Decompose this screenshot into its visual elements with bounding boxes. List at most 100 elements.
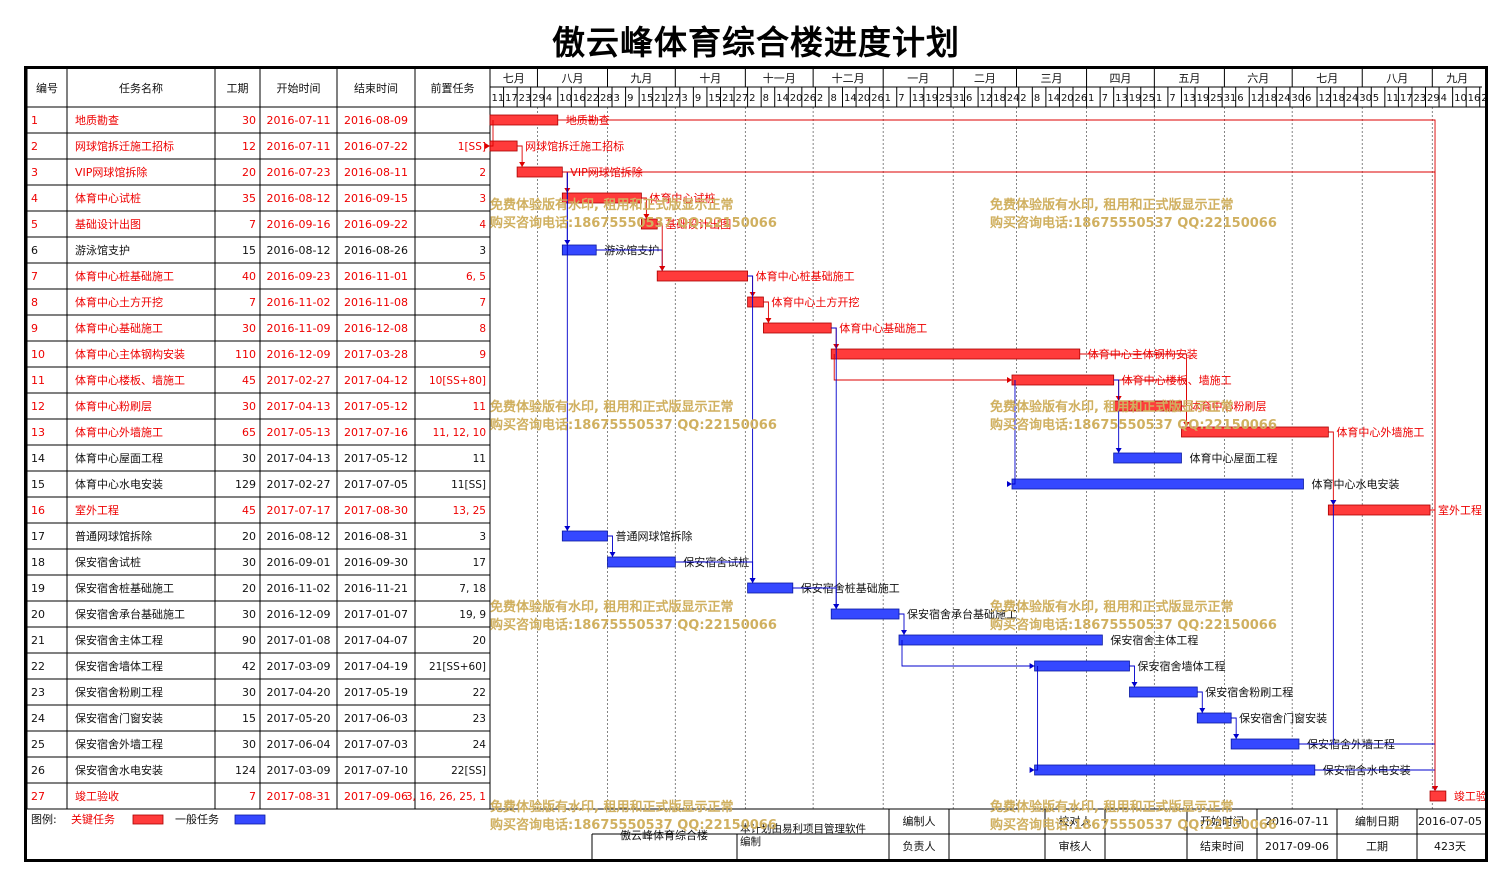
task-duration: 90 [242,634,256,647]
dependency-link [1197,691,1203,713]
dependency-arrow [609,552,616,557]
task-end: 2017-06-03 [344,712,408,725]
dependency-arrow [1233,734,1240,739]
task-name: 保安宿舍墙体工程 [75,659,163,673]
task-start: 2016-08-12 [267,530,331,543]
day-tick-label: 8 [1034,93,1040,104]
day-tick-label: 24 [1278,93,1291,104]
footer-editor-label: 编制人 [903,814,936,828]
task-start: 2017-05-20 [267,712,331,725]
day-tick-label: 13 [1183,93,1196,104]
month-label: 八月 [1386,72,1408,85]
day-tick-label: 6 [966,93,972,104]
day-tick-label: 19 [925,93,938,104]
task-duration: 7 [249,218,256,231]
task-end: 2016-07-22 [344,140,408,153]
task-end: 2017-05-19 [344,686,408,699]
bar-label: 保安宿舍墙体工程 [1137,659,1225,673]
footer-owner-label: 负责人 [903,839,936,853]
gantt-bar [489,114,559,126]
task-predecessors: 23 [473,713,486,725]
task-end: 2017-05-12 [344,452,408,465]
day-tick-label: 21 [722,93,735,104]
task-name: 普通网球馆拆除 [75,529,152,543]
dependency-arrow [564,526,571,531]
dependency-arrow [1006,481,1012,487]
day-tick-label: 1 [885,93,891,104]
day-tick-label: 3 [614,93,620,104]
task-predecessors: 3 [479,531,486,543]
task-predecessors: 20 [473,635,486,647]
task-start: 2017-07-17 [267,504,331,517]
task-duration: 30 [242,608,256,621]
task-duration: 129 [235,478,256,491]
gantt-sheet: 编号任务名称工期开始时间结束时间前置任务七月八月九月十月十一月十二月一月二月三月… [24,66,1488,862]
bar-label: 网球馆拆迁施工招标 [525,139,624,153]
task-start: 2017-02-27 [267,374,331,387]
dependency-link [833,354,1012,381]
day-tick-label: 13 [912,93,925,104]
watermark-text: 购买咨询电话:18675550537 QQ:22150066 [990,417,1277,433]
dependency-link [1298,505,1334,745]
dependency-link [763,301,769,323]
dependency-link [1129,665,1135,687]
task-id: 20 [31,608,45,621]
task-end: 2016-08-31 [344,530,408,543]
task-predecessors: 19, 9 [459,609,486,621]
day-tick-label: 7 [898,93,904,104]
day-tick-label: 19 [1129,93,1142,104]
day-tick-label: 6 [1305,93,1311,104]
task-predecessors: 2 [479,167,486,179]
task-start: 2017-04-20 [267,686,331,699]
legend-critical-swatch [132,814,164,825]
gantt-bar [1011,478,1304,490]
month-label: 八月 [561,72,583,85]
task-predecessors: 11, 12, 10 [433,427,486,439]
dependency-arrow [1029,767,1035,773]
gantt-bar [1034,660,1130,672]
column-header-name: 任务名称 [119,81,163,95]
task-end: 2016-09-30 [344,556,408,569]
watermark-text: 免费体验版有水印, 租用和正式版显示正常 [990,599,1233,615]
footer-date: 2016-07-05 [1418,815,1482,828]
task-end: 2017-07-16 [344,426,408,439]
task-id: 19 [31,582,45,595]
day-tick-label: 11 [1386,93,1399,104]
task-name: 体育中心屋面工程 [75,451,163,465]
watermark-text: 购买咨询电话:18675550537 QQ:22150066 [490,417,777,433]
legend-normal-label: 一般任务 [175,813,219,826]
gantt-bar [1113,452,1182,464]
task-end: 2016-11-01 [344,270,408,283]
task-start: 2017-05-13 [267,426,331,439]
day-tick-label: 28 [600,93,613,104]
task-start: 2016-07-11 [267,114,331,127]
gantt-bar [640,218,658,230]
bar-label: 基础设计出图 [665,217,731,231]
task-id: 12 [31,400,45,413]
footer-end: 2017-09-06 [1265,840,1329,853]
task-end: 2017-05-12 [344,400,408,413]
task-id: 5 [31,218,38,231]
day-tick-label: 27 [668,93,681,104]
task-name: 保安宿舍桩基础施工 [75,581,174,595]
day-tick-label: 3 [681,93,687,104]
task-predecessors: 17 [473,557,486,569]
task-start: 2017-03-09 [267,660,331,673]
dependency-arrow [485,143,490,149]
day-tick-label: 20 [790,93,803,104]
day-tick-label: 6 [1237,93,1243,104]
footer-start-label: 开始时间 [1200,814,1244,828]
dependency-arrow [519,162,526,167]
footer-duration-label: 工期 [1366,840,1388,853]
task-name: 保安宿舍门窗安装 [75,711,163,725]
watermark-text: 购买咨询电话:18675550537 QQ:22150066 [990,817,1277,833]
footer-reviewer-label: 审核人 [1059,839,1092,853]
page-title: 傲云峰体育综合楼进度计划 [552,23,960,62]
task-name: 体育中心粉刷层 [75,399,152,413]
day-tick-label: 20 [1061,93,1074,104]
dependency-arrow [833,604,840,609]
gantt-bar [1230,738,1300,750]
day-tick-label: 24 [1007,93,1020,104]
day-tick-label: 17 [1400,93,1413,104]
bar-label: 体育中心基础施工 [839,321,927,335]
